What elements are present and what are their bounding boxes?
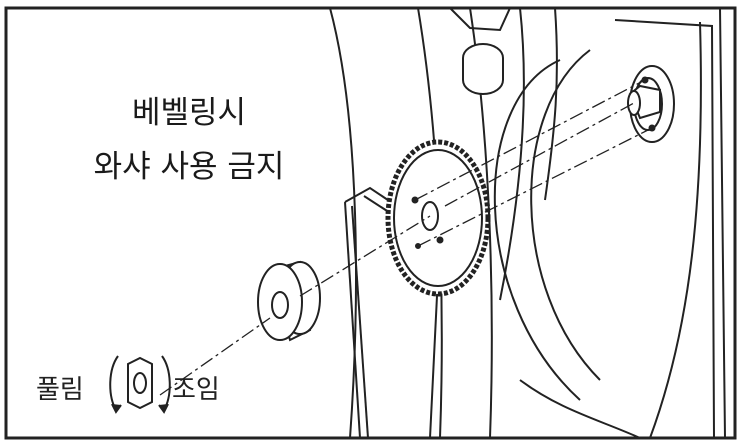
bracket-top (449, 7, 511, 32)
bushing (257, 260, 321, 342)
loosen-label: 풀림 (36, 375, 84, 405)
nut-rotation-icon (109, 355, 171, 414)
warning-note: 베벨링시 와샤 사용 금지 (54, 86, 324, 194)
warning-line-2: 와샤 사용 금지 (93, 149, 285, 185)
shaft-assembly (627, 65, 675, 143)
tighten-arrow (161, 355, 171, 411)
spacer-cylinder (462, 43, 504, 95)
drawing-frame (4, 6, 737, 440)
loosen-arrow (109, 355, 119, 411)
sprocket (385, 139, 491, 297)
tighten-label: 조임 (172, 375, 220, 405)
warning-note-background (40, 78, 340, 212)
center-lines (159, 79, 653, 396)
warning-line-1: 베벨링시 (131, 95, 247, 131)
